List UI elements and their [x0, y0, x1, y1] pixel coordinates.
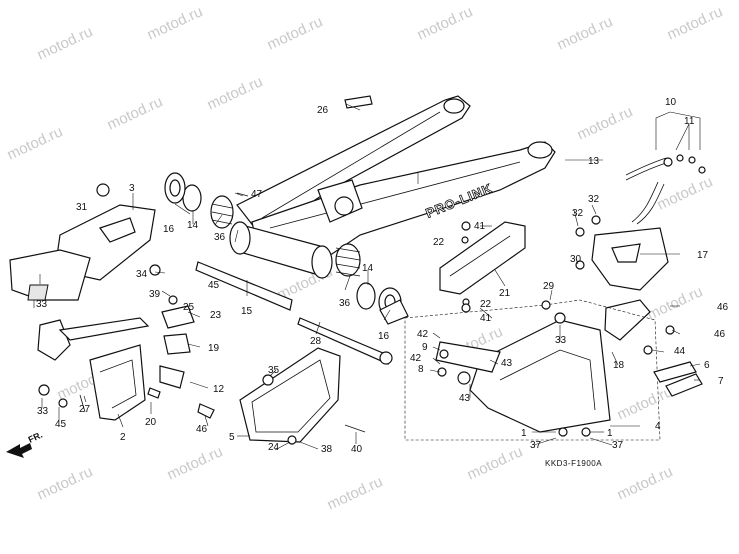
rear-cover-drawing	[404, 299, 661, 441]
callout-32: 32	[588, 194, 600, 205]
watermark-text: motod.ru	[5, 123, 66, 163]
callout-29: 29	[543, 281, 555, 292]
callout-46: 46	[717, 302, 729, 313]
callout-8: 8	[418, 364, 424, 375]
callout-12: 12	[213, 384, 225, 395]
callout-22: 22	[433, 237, 445, 248]
callout-32: 32	[572, 208, 584, 219]
upper-cover-drawing	[9, 204, 156, 301]
callout-44: 44	[674, 346, 686, 357]
watermark-text: motod.ru	[615, 383, 676, 423]
watermark-text: motod.ru	[615, 463, 676, 503]
callout-45: 45	[208, 280, 220, 291]
callout-15: 15	[241, 306, 253, 317]
watermark-text: motod.ru	[665, 3, 726, 43]
callout-47: 47	[251, 189, 263, 200]
callout-41: 41	[480, 313, 492, 324]
callout-37: 37	[530, 440, 542, 451]
callout-19: 19	[208, 343, 220, 354]
watermark-text: motod.ru	[145, 3, 206, 43]
watermark-text: motod.ru	[325, 473, 386, 513]
callout-33: 33	[555, 335, 567, 346]
watermark-text: motod.ru	[165, 443, 226, 483]
callout-43: 43	[459, 393, 471, 404]
chain-guide-drawing	[439, 221, 526, 306]
callout-46: 46	[196, 424, 208, 435]
watermark-text: motod.ru	[655, 173, 716, 213]
callout-1: 1	[521, 428, 527, 439]
callout-6: 6	[704, 360, 710, 371]
callout-21: 21	[499, 288, 511, 299]
callout-27: 27	[79, 404, 91, 415]
callout-2: 2	[120, 432, 126, 443]
callout-26: 26	[317, 105, 329, 116]
watermark-text: motod.ru	[35, 463, 96, 503]
callout-34: 34	[136, 269, 148, 280]
callout-4: 4	[655, 421, 661, 432]
callout-14: 14	[187, 220, 199, 231]
callout-25: 25	[183, 302, 195, 313]
callout-37: 37	[612, 440, 624, 451]
watermark-text: motod.ru	[555, 13, 616, 53]
callout-16: 16	[163, 224, 175, 235]
callout-16: 16	[378, 331, 390, 342]
callout-41: 41	[474, 221, 486, 232]
callout-46: 46	[714, 329, 726, 340]
chain-slider-drawing	[591, 227, 669, 341]
lower-guard-drawing	[37, 317, 150, 421]
callout-33: 33	[37, 406, 49, 417]
callout-42: 42	[417, 329, 429, 340]
callout-labels: 1 1 2 3 4 5 6 7 8 9 10 11 12 13 14 14 15…	[36, 97, 729, 455]
callout-10: 10	[665, 97, 677, 108]
callout-42: 42	[410, 353, 422, 364]
callout-17: 17	[697, 250, 709, 261]
callout-14: 14	[362, 263, 374, 274]
callout-7: 7	[718, 376, 724, 387]
callout-45: 45	[55, 419, 67, 430]
callout-36: 36	[214, 232, 226, 243]
callout-36: 36	[339, 298, 351, 309]
watermark-text: motod.ru	[205, 73, 266, 113]
hardware-drawing	[38, 183, 703, 445]
callout-9: 9	[422, 342, 428, 353]
callout-22: 22	[480, 299, 492, 310]
watermark-text: motod.ru	[415, 3, 476, 43]
callout-31: 31	[76, 202, 88, 213]
callout-40: 40	[351, 444, 363, 455]
callout-13: 13	[588, 156, 600, 167]
watermark-text: motod.ru	[575, 103, 636, 143]
front-label: FR.	[27, 430, 44, 445]
mudguard-drawing	[239, 347, 341, 443]
drive-chain-drawing	[625, 154, 706, 225]
callout-38: 38	[321, 444, 333, 455]
watermark-text: motod.ru	[465, 443, 526, 483]
callout-39: 39	[149, 289, 161, 300]
callout-3: 3	[129, 183, 135, 194]
watermark-text: motod.ru	[35, 23, 96, 63]
watermark-text: motod.ru	[645, 283, 706, 323]
callout-18: 18	[613, 360, 625, 371]
callout-35: 35	[268, 365, 280, 376]
callout-28: 28	[310, 336, 322, 347]
front-direction-arrow: FR.	[6, 430, 44, 458]
callout-33: 33	[36, 299, 48, 310]
callout-11: 11	[684, 116, 695, 127]
leader-lines	[33, 103, 701, 451]
watermark-text: motod.ru	[265, 13, 326, 53]
callout-23: 23	[210, 310, 222, 321]
diagram-code: KKD3-F1900A	[545, 459, 602, 468]
callout-20: 20	[145, 417, 157, 428]
watermark-text: motod.ru	[105, 93, 166, 133]
callout-1: 1	[607, 428, 613, 439]
callout-43: 43	[501, 358, 513, 369]
callout-5: 5	[229, 432, 235, 443]
callout-30: 30	[570, 254, 582, 265]
callout-24: 24	[268, 442, 280, 453]
